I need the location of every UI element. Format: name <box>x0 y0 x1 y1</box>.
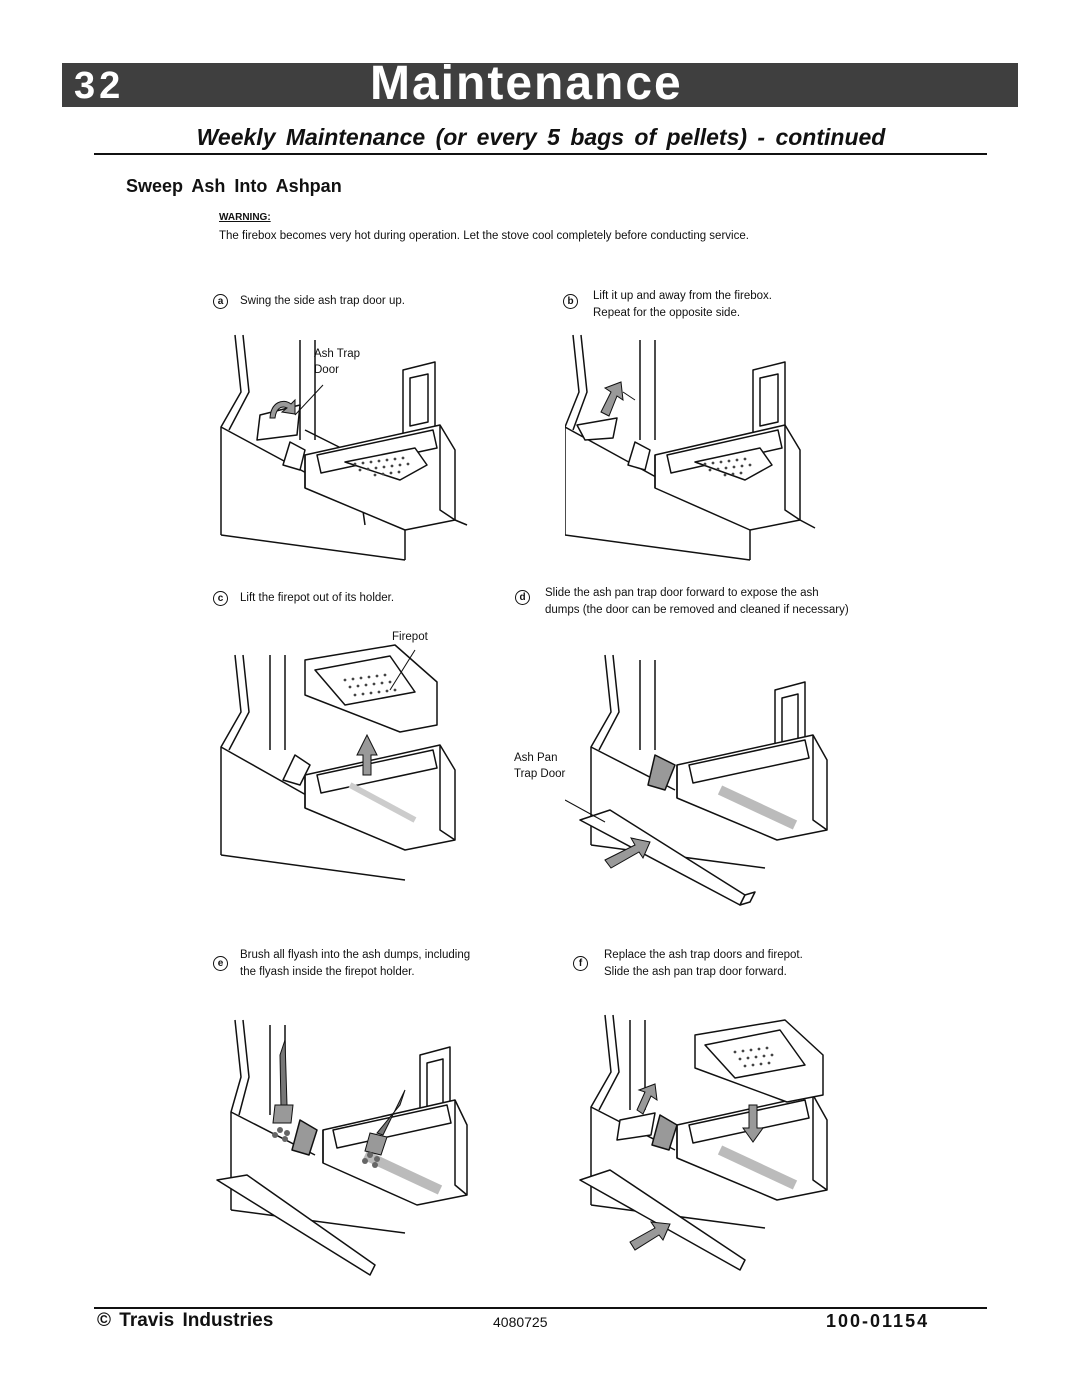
footer-company: © Travis Industries <box>97 1310 274 1331</box>
page-number: 32 <box>74 65 125 107</box>
illustration-replace-doors-and-firepot <box>579 1014 828 1271</box>
footer-part-number: 100-01154 <box>826 1311 930 1331</box>
footer-divider <box>94 1307 987 1309</box>
step-e-badge: e <box>213 956 228 971</box>
step-b-badge: b <box>563 294 578 309</box>
step-d-badge: d <box>515 590 530 605</box>
firepot-callout: Firepot <box>392 631 428 643</box>
section-subtitle: Weekly Maintenance (or every 5 bags of p… <box>196 124 886 150</box>
footer-code: 4080725 <box>493 1314 548 1330</box>
step-e-text: Brush all flyash into the ash dumps, inc… <box>240 949 471 978</box>
header-bar <box>62 63 1018 107</box>
step-d-text: Slide the ash pan trap door forward to e… <box>545 587 849 616</box>
step-f-text: Replace the ash trap doors and firepot.S… <box>604 949 803 978</box>
section-title: Sweep Ash Into Ashpan <box>126 176 342 196</box>
illustration-brush-flyash <box>216 1019 468 1276</box>
step-a-text: Swing the side ash trap door up. <box>240 295 405 307</box>
step-c-badge: c <box>213 591 228 606</box>
divider <box>94 153 987 155</box>
illustration-lift-firepot <box>220 644 456 881</box>
warning-label: WARNING: <box>219 212 271 223</box>
step-f-badge: f <box>573 956 588 971</box>
step-c-text: Lift the firepot out of its holder. <box>240 592 395 604</box>
illustration-swing-ash-trap-door <box>220 334 468 561</box>
page-title: Maintenance <box>370 57 683 110</box>
warning-text: The firebox becomes very hot during oper… <box>219 230 749 242</box>
illustration-slide-ash-pan-trap-door <box>565 654 828 906</box>
illustration-lift-ash-trap-door <box>565 334 816 561</box>
step-b-text: Lift it up and away from the firebox.Rep… <box>593 290 772 319</box>
step-a-badge: a <box>213 294 228 309</box>
